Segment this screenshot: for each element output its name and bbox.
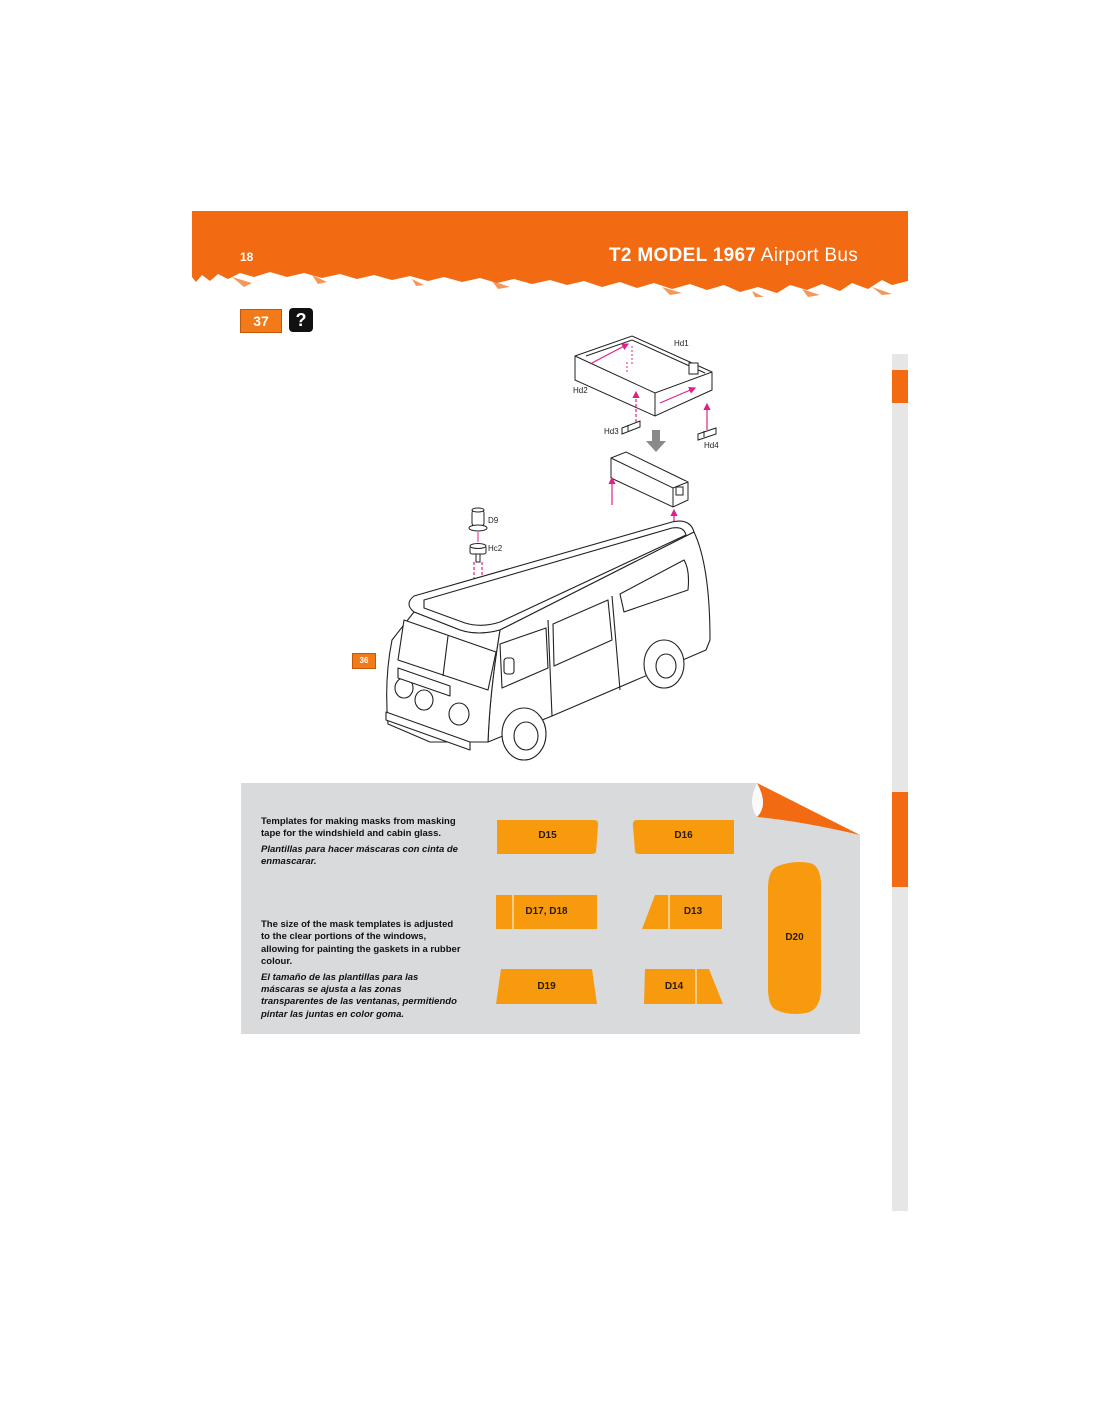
template-label-d15: D15 <box>538 830 557 841</box>
mask-template-d20 <box>768 862 822 1014</box>
side-tab-marker <box>892 792 908 887</box>
step-number-badge: 37 <box>240 309 282 333</box>
side-tab-marker <box>892 370 908 403</box>
beacon-light-part <box>468 507 488 563</box>
mask-template-d14 <box>644 969 723 1004</box>
roof-sign-part <box>574 335 713 417</box>
note-2-spanish: El tamaño de las plantillas para las más… <box>261 971 457 1020</box>
template-label-d19: D19 <box>537 981 556 992</box>
question-icon: ? <box>289 308 313 332</box>
mask-template-d15 <box>497 820 599 854</box>
mask-template-d16 <box>632 820 734 854</box>
reference-step-badge: 36 <box>352 653 376 669</box>
template-label-d17-d18: D17, D18 <box>525 906 568 917</box>
header-band <box>192 211 908 297</box>
bracket-hd4 <box>697 427 717 441</box>
label-hc2: Hc2 <box>488 544 503 553</box>
assembled-roof-sign <box>610 451 689 508</box>
assembly-arrow-icon <box>646 430 666 452</box>
bracket-hd3 <box>621 420 641 435</box>
assembly-diagram: Hd1 Hd2 Hd3 Hd4 D9 Hc2 <box>385 335 719 761</box>
template-note-1: Templates for making masks from masking … <box>261 816 461 869</box>
template-label-d13: D13 <box>683 906 703 917</box>
page-number: 18 <box>240 250 254 264</box>
template-label-d20: D20 <box>785 932 804 943</box>
mask-template-d13 <box>642 895 722 929</box>
title-subtitle: Airport Bus <box>760 245 858 266</box>
template-note-2: The size of the mask templates is adjust… <box>261 919 461 1021</box>
note-2-english: The size of the mask templates is adjust… <box>261 919 461 968</box>
template-label-d14: D14 <box>664 981 684 992</box>
van-body <box>385 520 711 761</box>
mask-template-d19 <box>496 969 597 1004</box>
title-model: T2 MODEL 1967 <box>609 245 757 266</box>
label-hd1: Hd1 <box>674 339 689 348</box>
mask-template-d17-d18 <box>496 895 597 929</box>
label-d9: D9 <box>488 516 499 525</box>
note-1-spanish: Plantillas para hacer máscaras con cinta… <box>261 843 458 868</box>
label-hd3: Hd3 <box>604 427 619 436</box>
label-hd2: Hd2 <box>573 386 588 395</box>
label-hd4: Hd4 <box>704 441 719 450</box>
side-tab-strip <box>892 354 908 1211</box>
note-1-english: Templates for making masks from masking … <box>261 816 456 840</box>
template-label-d16: D16 <box>674 830 693 841</box>
document-title: T2 MODEL 1967 Airport Bus <box>609 245 858 267</box>
